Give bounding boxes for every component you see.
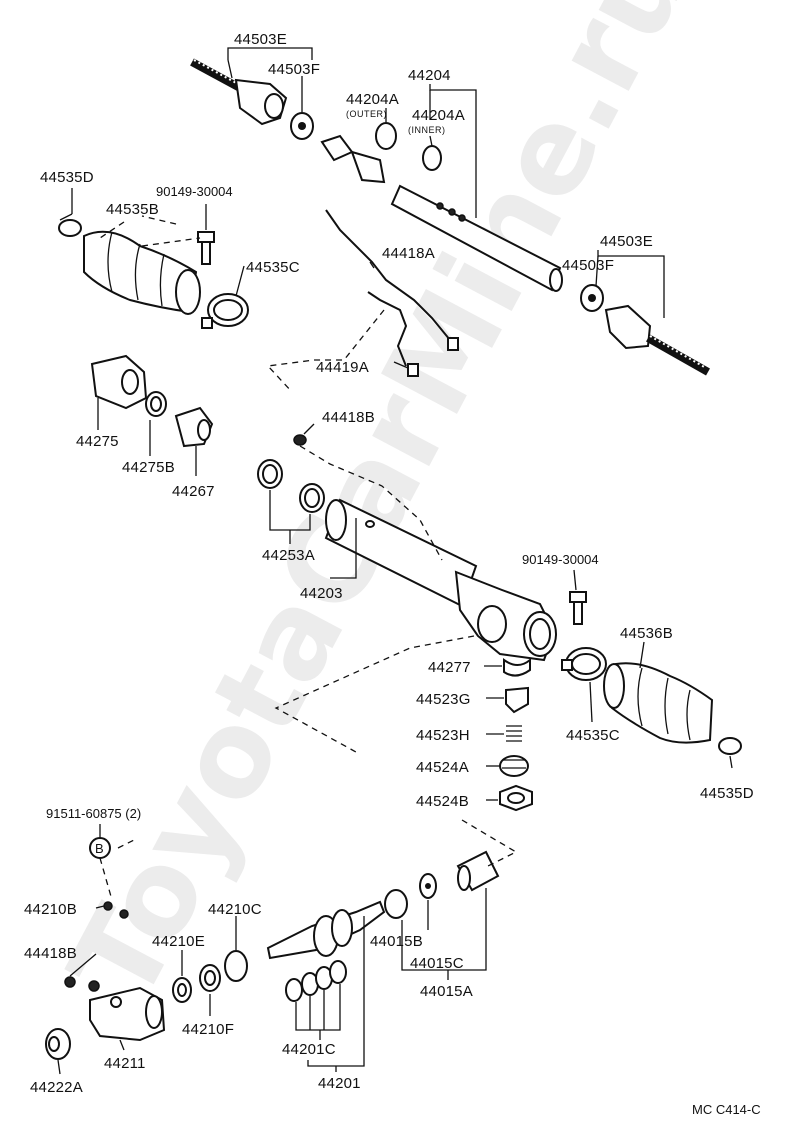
washer-44503F-right bbox=[580, 284, 604, 312]
label-44204A-inner: 44204A bbox=[412, 107, 465, 124]
label-44535C-right: 44535C bbox=[566, 727, 620, 744]
label-44418B-mid: 44418B bbox=[322, 409, 375, 426]
mount-bushing-44275 bbox=[90, 354, 148, 410]
label-44503F-right: 44503F bbox=[562, 257, 614, 274]
o-ring-44210C bbox=[224, 950, 248, 982]
bolt-90149-right bbox=[569, 591, 587, 625]
boot-44536B bbox=[603, 662, 714, 744]
label-44210E: 44210E bbox=[152, 933, 205, 950]
label-44524B: 44524B bbox=[416, 793, 469, 810]
part-labels: 44503E 44503F 44204 44204A (OUTER) 44204… bbox=[24, 31, 761, 1117]
label-44523H: 44523H bbox=[416, 727, 470, 744]
label-44535D-right: 44535D bbox=[700, 785, 754, 802]
teflon-rings-44201C bbox=[285, 960, 347, 1002]
label-44275: 44275 bbox=[76, 433, 119, 450]
label-44015B: 44015B bbox=[370, 933, 423, 950]
label-44201: 44201 bbox=[318, 1075, 361, 1092]
label-44418A: 44418A bbox=[382, 245, 435, 262]
label-44210F: 44210F bbox=[182, 1021, 234, 1038]
label-91511: 91511-60875 (2) bbox=[46, 806, 141, 821]
label-44524A: 44524A bbox=[416, 759, 469, 776]
valve-housing-44211 bbox=[89, 986, 166, 1042]
bearing-44210F bbox=[199, 964, 221, 992]
label-44275B: 44275B bbox=[122, 459, 175, 476]
label-44503F-top: 44503F bbox=[268, 61, 320, 78]
label-90149-left: 90149-30004 bbox=[156, 184, 233, 199]
cap-44222A bbox=[45, 1028, 71, 1060]
mount-ring-44275B bbox=[145, 391, 167, 417]
clip-44535D-left bbox=[58, 213, 82, 237]
label-44222A: 44222A bbox=[30, 1079, 83, 1096]
label-44536B: 44536B bbox=[620, 625, 673, 642]
clamp-44535C-left bbox=[201, 293, 249, 329]
label-44015A: 44015A bbox=[420, 983, 473, 1000]
label-44015C: 44015C bbox=[410, 955, 464, 972]
tie-rod-end-right bbox=[604, 304, 710, 376]
label-44503E-right: 44503E bbox=[600, 233, 653, 250]
label-44253A: 44253A bbox=[262, 547, 315, 564]
rack-bar bbox=[320, 134, 563, 292]
label-inner-note: (INNER) bbox=[408, 125, 446, 135]
label-44201C: 44201C bbox=[282, 1041, 336, 1058]
label-44204A-outer: 44204A bbox=[346, 91, 399, 108]
label-44419A: 44419A bbox=[316, 359, 369, 376]
label-44210C: 44210C bbox=[208, 901, 262, 918]
leader-lines bbox=[57, 47, 733, 1075]
rack-guide-44523G bbox=[505, 686, 529, 714]
lock-nut-44524B bbox=[499, 784, 533, 812]
label-44267: 44267 bbox=[172, 483, 215, 500]
tie-rod-end-left bbox=[190, 58, 288, 126]
boot-44535B bbox=[83, 230, 201, 315]
label-90149-right: 90149-30004 bbox=[522, 552, 599, 567]
clip-44535D-right bbox=[718, 737, 742, 755]
rack-guide-seat-44277 bbox=[503, 657, 531, 677]
dust-seal bbox=[456, 850, 500, 892]
label-44210B: 44210B bbox=[24, 901, 77, 918]
bearing-44210E bbox=[172, 977, 192, 1003]
housing-seal-upper bbox=[257, 459, 283, 489]
union-44418B-low bbox=[64, 976, 100, 992]
label-outer-note: (OUTER) bbox=[346, 109, 387, 119]
rack-housing-44203 bbox=[324, 498, 557, 662]
clamp-44535C-right bbox=[561, 647, 607, 681]
catalog-code: MC C414-C bbox=[692, 1102, 761, 1117]
union-44418B-mid bbox=[293, 434, 307, 446]
label-44204: 44204 bbox=[408, 67, 451, 84]
watermark-text: ToyotaCarMine.ru bbox=[43, 0, 716, 1023]
label-44523G: 44523G bbox=[416, 691, 471, 708]
label-44535B: 44535B bbox=[106, 201, 159, 218]
spring-cap-44524A bbox=[499, 755, 529, 777]
label-44418B-low: 44418B bbox=[24, 945, 77, 962]
control-valve-44201 bbox=[266, 900, 386, 960]
pressure-tube-44418A bbox=[325, 209, 459, 377]
label-44203: 44203 bbox=[300, 585, 343, 602]
label-44535D-left: 44535D bbox=[40, 169, 94, 186]
spring-44523H bbox=[506, 725, 522, 742]
label-44211: 44211 bbox=[104, 1055, 146, 1072]
rack-seal-inner bbox=[422, 145, 442, 171]
bolt-90149-left bbox=[197, 231, 215, 265]
union-44210B bbox=[103, 901, 129, 919]
oil-seal-44015B bbox=[419, 873, 437, 899]
end-stopper-44267 bbox=[174, 406, 214, 448]
washer-44503F-top bbox=[290, 112, 314, 140]
o-ring-44015A bbox=[384, 889, 408, 919]
label-44503E-top: 44503E bbox=[234, 31, 287, 48]
housing-seal-lower bbox=[299, 483, 325, 513]
label-44535C-left: 44535C bbox=[246, 259, 300, 276]
label-ref-b: B bbox=[95, 841, 104, 856]
rack-seal-outer bbox=[375, 122, 397, 150]
label-44277: 44277 bbox=[428, 659, 471, 676]
